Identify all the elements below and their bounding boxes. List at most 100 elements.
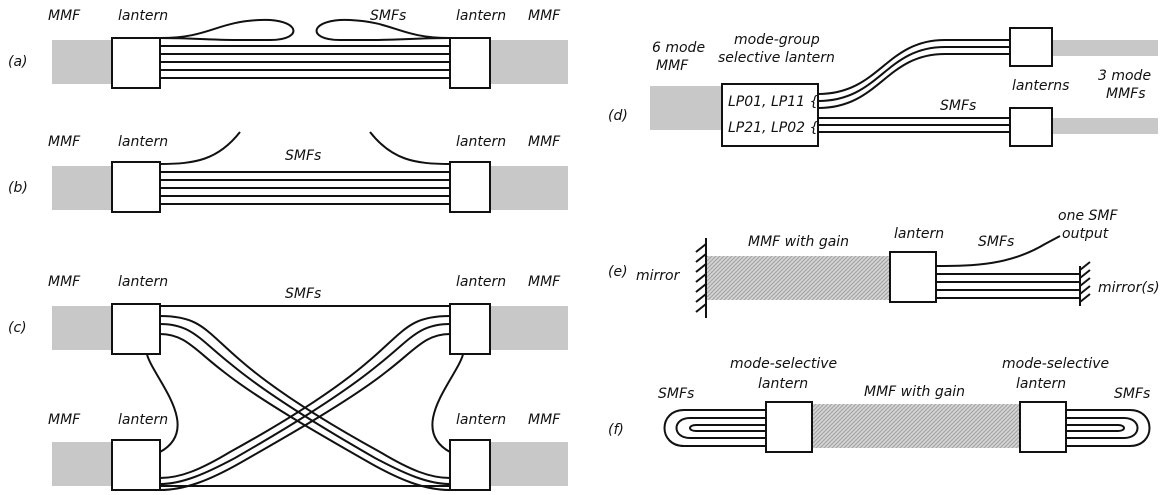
one-smf-label-line1: one SMF xyxy=(1058,208,1118,224)
panel-tag: (e) xyxy=(608,264,628,280)
panel-tag: (a) xyxy=(8,54,28,70)
mmf-left xyxy=(52,166,112,210)
fiber-loop-right xyxy=(315,18,451,41)
panel-tag: (d) xyxy=(608,108,628,124)
mirror-label: mirror xyxy=(636,268,681,284)
smfs-right-label: SMFs xyxy=(1114,386,1150,402)
smf-bundle xyxy=(159,131,451,205)
mmf-right-label: MMF xyxy=(528,8,561,24)
mirror-right xyxy=(1079,261,1091,306)
smf-bundle xyxy=(817,39,1010,133)
smf-network xyxy=(145,305,465,491)
msl-right-label-line2: lantern xyxy=(1016,376,1066,392)
lp-row-2: LP21, LP02 { xyxy=(728,120,818,136)
lantern-bot-left-box xyxy=(111,439,161,491)
mmf-right xyxy=(490,166,568,210)
mmf-3-mode-bottom xyxy=(1052,118,1158,134)
mmf-right xyxy=(490,40,568,84)
mmf-gain-label: MMF with gain xyxy=(864,384,965,400)
mode-group-lantern-box xyxy=(721,83,819,147)
panel-a: (a) MMF lantern SMFs lantern MMF xyxy=(8,8,568,89)
smf-loops-right xyxy=(1066,409,1151,447)
mmf-bot-left xyxy=(52,442,112,486)
mmf-left-label: MMF xyxy=(48,134,81,150)
mmf-3-label-line1: 3 mode xyxy=(1098,68,1151,84)
smfs-label: SMFs xyxy=(978,234,1014,250)
smfs-label: SMFs xyxy=(285,286,321,302)
mmf-bot-right xyxy=(490,442,568,486)
lantern-right-box xyxy=(1019,401,1067,453)
lantern-top-left-box xyxy=(111,303,161,355)
lantern-top-left-label: lantern xyxy=(118,274,168,290)
lantern-bot-right-box xyxy=(449,439,491,491)
smfs-label: SMFs xyxy=(285,148,321,164)
panel-d: (d) 6 mode MMF mode-group selective lant… xyxy=(608,27,1158,147)
lantern-label: lantern xyxy=(894,226,944,242)
smfs-label: SMFs xyxy=(940,98,976,114)
lantern-box xyxy=(889,251,937,303)
mgsl-label-line1: mode-group xyxy=(734,32,820,48)
mmf-bot-left-label: MMF xyxy=(48,412,81,428)
lantern-right-box xyxy=(449,161,491,213)
output-fiber xyxy=(935,235,1061,267)
lantern-left-label: lantern xyxy=(118,8,168,24)
fiber-branch-left xyxy=(159,131,241,165)
smfs-left-label: SMFs xyxy=(658,386,694,402)
fiber-branch-right xyxy=(369,131,451,165)
mmf-right-label: MMF xyxy=(528,134,561,150)
mmf-with-gain xyxy=(812,404,1020,448)
lantern-left-box xyxy=(111,37,161,89)
mmf-left-label: MMF xyxy=(48,8,81,24)
lantern-bot-right-label: lantern xyxy=(456,412,506,428)
lantern-top-box xyxy=(1009,27,1053,67)
mmf-top-right-label: MMF xyxy=(528,274,561,290)
lantern-bottom-box xyxy=(1009,107,1053,147)
panel-c: (c) MMF lantern SMFs lantern MMF MMF lan… xyxy=(8,274,568,491)
panel-b: (b) MMF lantern SMFs lantern MMF xyxy=(8,131,568,213)
mmf-3-label-line2: MMFs xyxy=(1106,86,1146,102)
mirrors-label: mirror(s) xyxy=(1098,280,1160,296)
mmf-6-mode xyxy=(650,86,724,130)
mmf-6-label-line2: MMF xyxy=(656,58,689,74)
lantern-left-box xyxy=(765,401,813,453)
lantern-top-right-box xyxy=(449,303,491,355)
lantern-right-label: lantern xyxy=(456,134,506,150)
lantern-right-label: lantern xyxy=(456,8,506,24)
panel-e: (e) mirror MMF with gain lantern SMFs on… xyxy=(608,208,1160,318)
mgsl-label-line2: selective lantern xyxy=(718,50,835,66)
lantern-right-box xyxy=(449,37,491,89)
mmf-left xyxy=(52,40,112,84)
panel-tag: (f) xyxy=(608,422,624,438)
mmf-top-left-label: MMF xyxy=(48,274,81,290)
one-smf-label-line2: output xyxy=(1062,226,1109,242)
lantern-left-label: lantern xyxy=(118,134,168,150)
mmf-3-mode-top xyxy=(1052,40,1158,56)
fiber-right-return xyxy=(431,341,465,453)
mmf-6-label-line1: 6 mode xyxy=(652,40,705,56)
mirror-left xyxy=(695,238,707,318)
fiber-left-return xyxy=(145,341,179,453)
fiber-loop-left xyxy=(159,18,295,41)
mmf-bot-right-label: MMF xyxy=(528,412,561,428)
lantern-bot-left-label: lantern xyxy=(118,412,168,428)
lanterns-label: lanterns xyxy=(1012,78,1069,94)
panel-tag: (b) xyxy=(8,180,28,196)
mmf-top-right xyxy=(490,306,568,350)
panel-f: (f) SMFs mode-selective lantern MMF with… xyxy=(608,356,1151,453)
smf-bundle xyxy=(935,235,1080,299)
smf-bundle xyxy=(159,18,451,79)
mmf-with-gain xyxy=(706,256,890,300)
smf-loops-left xyxy=(663,409,766,447)
msl-left-label-line1: mode-selective xyxy=(730,356,837,372)
panel-tag: (c) xyxy=(8,320,27,336)
lantern-left-box xyxy=(111,161,161,213)
lantern-top-right-label: lantern xyxy=(456,274,506,290)
lp-row-1: LP01, LP11 { xyxy=(728,94,818,110)
msl-right-label-line1: mode-selective xyxy=(1002,356,1109,372)
smfs-label: SMFs xyxy=(370,8,406,24)
mmf-gain-label: MMF with gain xyxy=(748,234,849,250)
mmf-top-left xyxy=(52,306,112,350)
msl-left-label-line2: lantern xyxy=(758,376,808,392)
